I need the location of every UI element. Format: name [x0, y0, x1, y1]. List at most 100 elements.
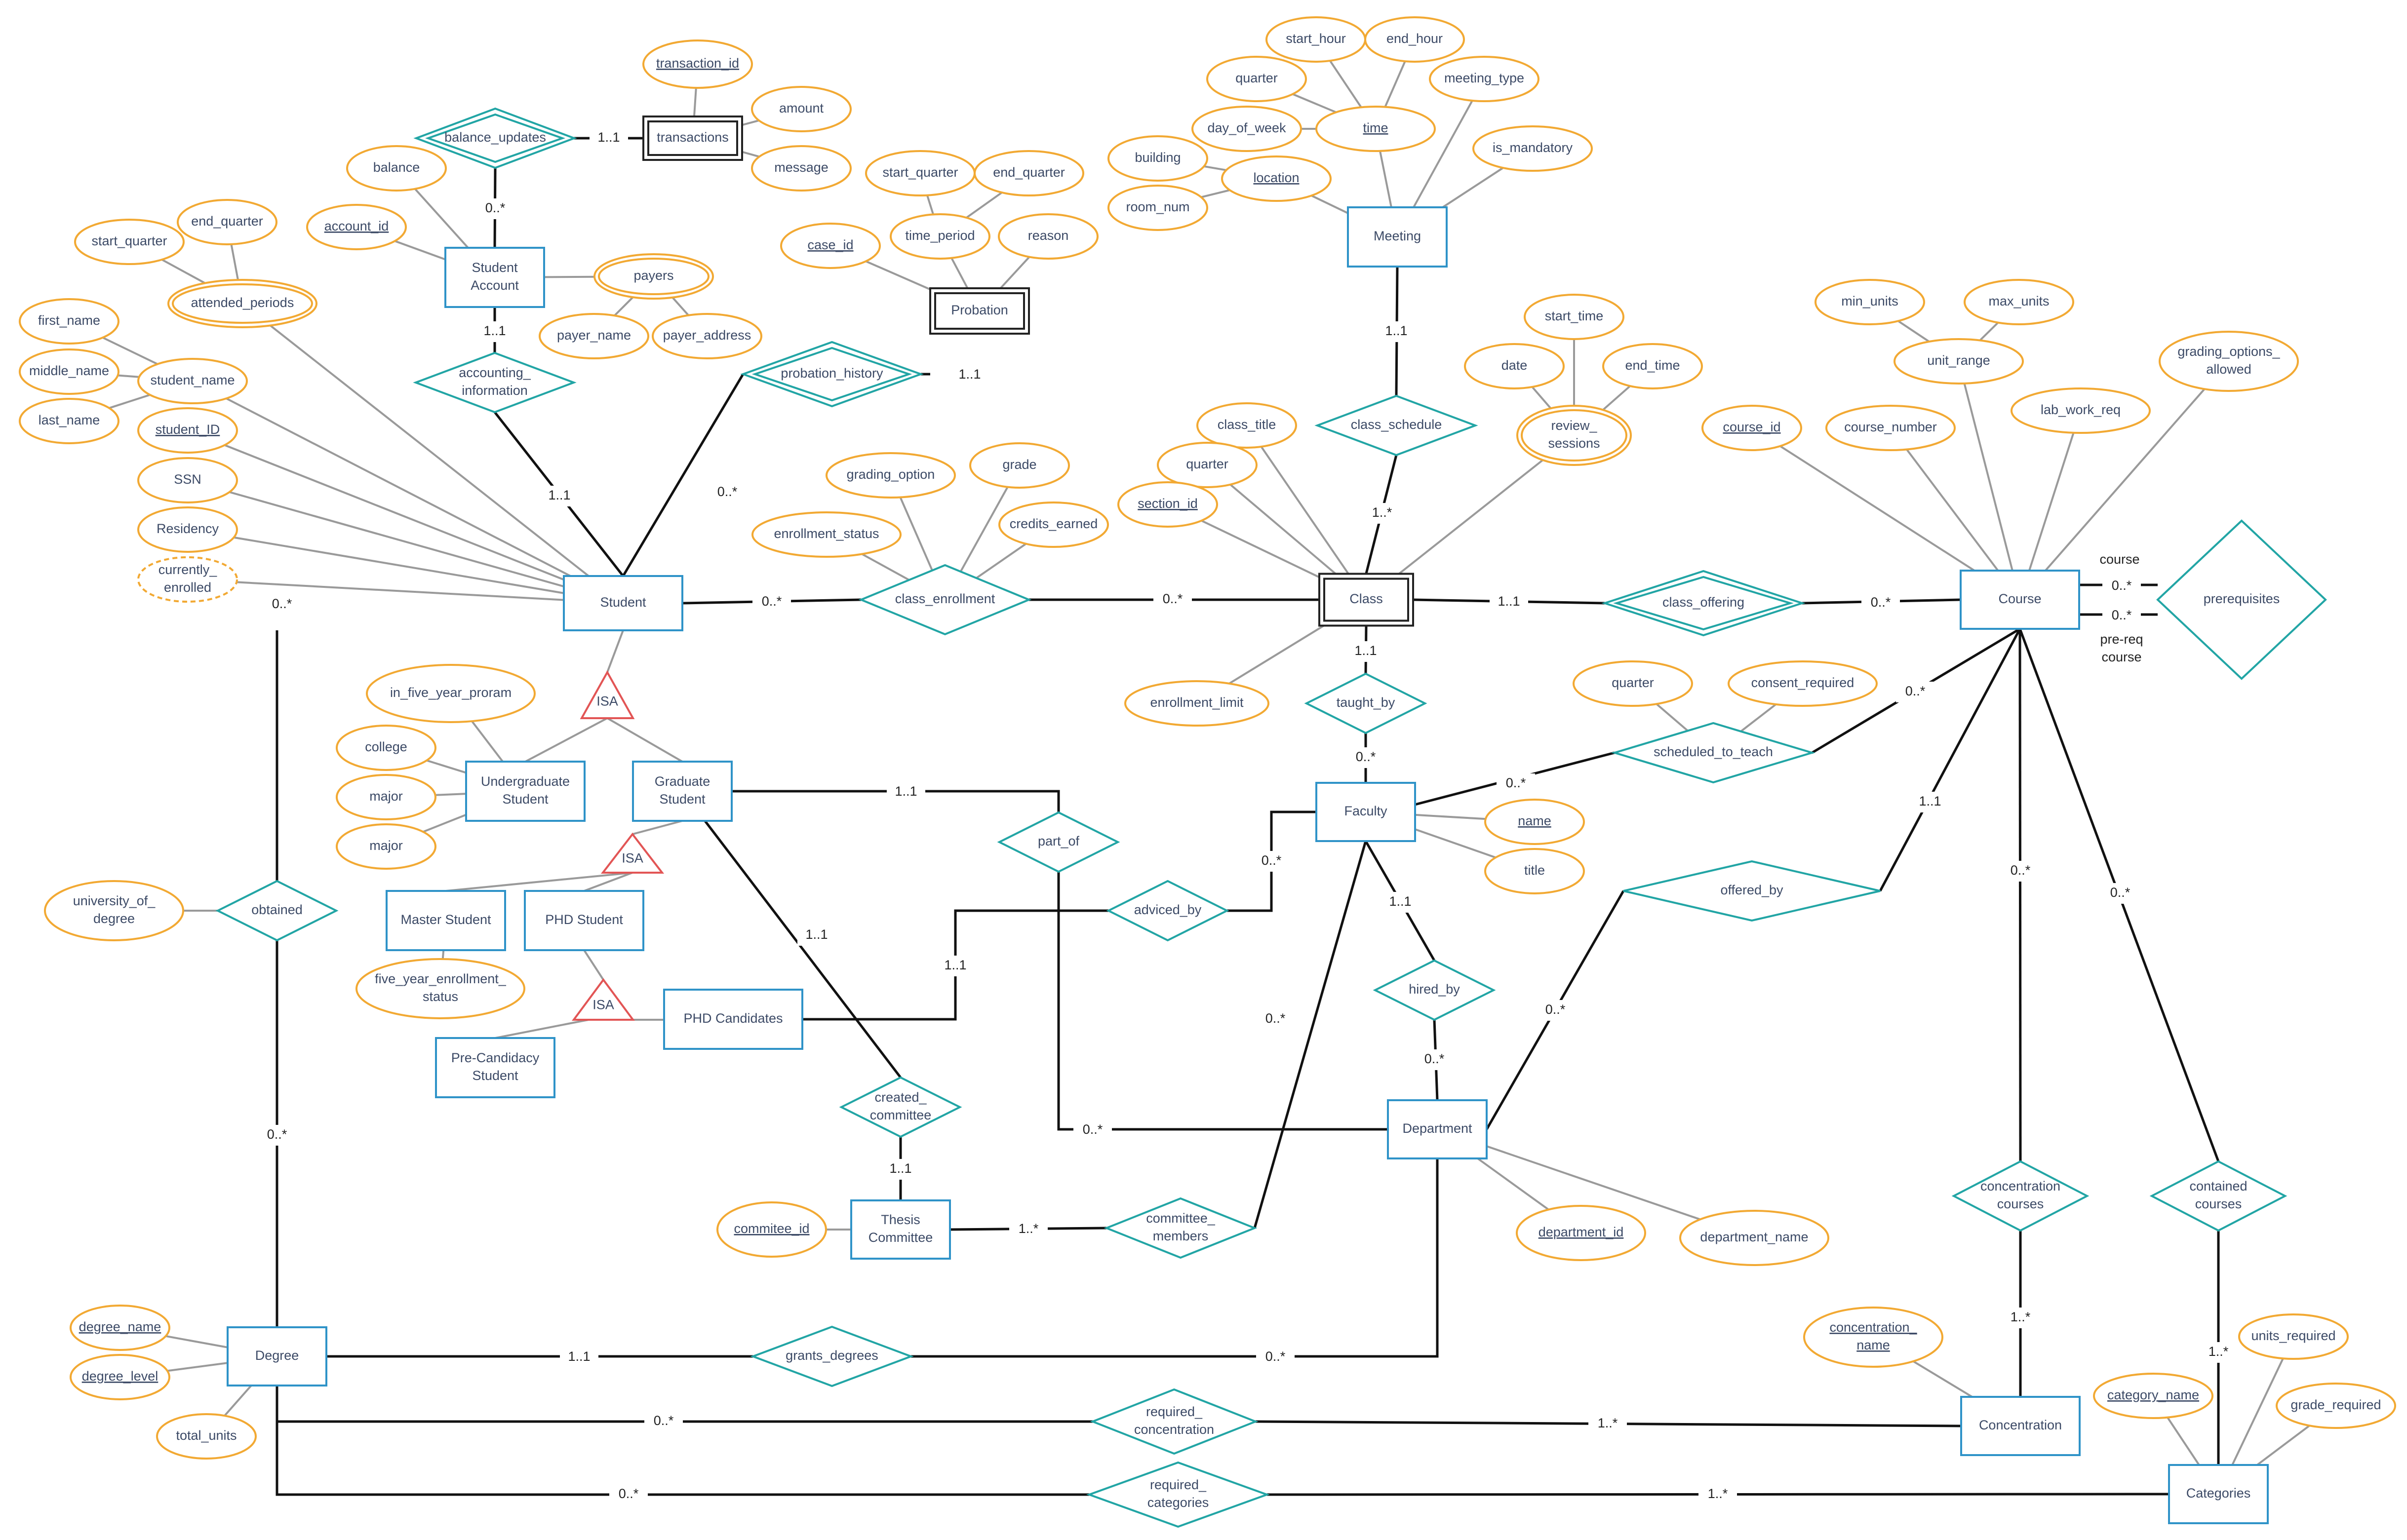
relationship-label: balance_updates [444, 130, 546, 145]
cardinality-label: 0..* [1545, 1002, 1566, 1017]
relationship-obtained: obtained [215, 880, 339, 942]
cardinality-label: 1..1 [895, 784, 917, 799]
cardinality-label: 0..* [717, 484, 738, 499]
attribute-degree_level: degree_level [70, 1354, 170, 1400]
cardinality-label: 1..* [1598, 1416, 1618, 1430]
attribute-end_hour: end_hour [1364, 16, 1465, 63]
cardinality-label: 1..1 [1354, 643, 1377, 658]
relationship-label: accounting_information [459, 365, 531, 398]
attribute-label: in_five_year_proram [390, 685, 512, 700]
attribute-label: time_period [905, 228, 975, 243]
relationship-committee_members: committee_members [1104, 1197, 1258, 1259]
attribute-label: degree_name [79, 1319, 161, 1334]
entity-phd_candidates: PHD Candidates [663, 989, 803, 1050]
attribute-department_name: department_name [1679, 1210, 1829, 1266]
attribute-label: degree_level [82, 1369, 158, 1384]
cardinality-label: 1..* [2209, 1344, 2229, 1359]
attribute-label: Residency [157, 521, 219, 536]
attribute-time_period: time_period [890, 213, 990, 260]
cardinality-c_cm_tc: 1..* [1009, 1219, 1048, 1240]
cardinality-c_po_gr: 1..1 [887, 782, 925, 803]
relationship-label: required_concentration [1134, 1404, 1214, 1437]
attribute-label: payer_address [663, 328, 751, 343]
relationship-grants_degrees: grants_degrees [750, 1325, 914, 1387]
attribute-label: review_sessions [1548, 418, 1600, 451]
attribute-label: start_time [1545, 308, 1604, 323]
relationship-link [276, 1422, 1089, 1496]
attribute-meeting_type: meeting_type [1429, 56, 1539, 102]
relationship-prerequisites: prerequisites [2156, 519, 2327, 680]
attribute-link [187, 578, 624, 604]
isa-label: ISA [592, 998, 614, 1012]
attribute-course_number: course_number [1825, 405, 1956, 451]
attribute-label: student_ID [156, 422, 220, 437]
cardinality-c_hb_de: 0..* [1415, 1049, 1454, 1070]
attribute-min_units: min_units [1815, 279, 1925, 325]
cardinality-c_pre_1: 0..* [2102, 576, 2141, 597]
relationship-label: committee_members [1146, 1211, 1216, 1243]
attribute-case_id: case_id [780, 223, 881, 269]
attribute-label: last_name [39, 413, 100, 427]
cardinality-c_cnc_crs: 0..* [2101, 883, 2139, 904]
attribute-label: location [1253, 170, 1299, 185]
attribute-college: college [336, 725, 436, 771]
attribute-category_name: category_name [2093, 1373, 2213, 1419]
attribute-currently_enrolled: currently_enrolled [137, 556, 238, 603]
relationship-required_concentration: required_concentration [1090, 1388, 1259, 1455]
isa-label: ISA [622, 851, 643, 866]
attribute-label: grade_required [2290, 1397, 2381, 1412]
entity-label: transactions [657, 130, 729, 145]
attribute-commitee_id: commitee_id [716, 1201, 827, 1258]
attribute-label: consent_required [1751, 675, 1855, 690]
entity-label: Faculty [1344, 804, 1387, 818]
attribute-label: quarter [1235, 71, 1278, 85]
attribute-label: grading_options_allowed [2177, 344, 2280, 377]
entity-course: Course [1960, 570, 2080, 630]
attribute-middle_name: middle_name [19, 348, 119, 395]
cardinality-c_cc_tc: 1..1 [881, 1159, 920, 1180]
cardinality-c_ofb_de: 0..* [1536, 1000, 1575, 1021]
attribute-attended_periods: attended_periods [167, 279, 317, 328]
attribute-review_sessions: review_sessions [1516, 405, 1632, 466]
relationship-hired_by: hired_by [1373, 959, 1496, 1021]
attribute-label: course_number [1844, 420, 1937, 434]
entity-label: Degree [255, 1348, 299, 1363]
attribute-class_title: class_title [1196, 402, 1297, 449]
attribute-transaction_id: transaction_id [642, 39, 753, 89]
isa-link [584, 872, 633, 892]
cardinality-c_cnc_cat: 1..* [2199, 1342, 2238, 1363]
attribute-label: concentration_name [1829, 1320, 1917, 1352]
attribute-major2: major [336, 823, 436, 870]
attribute-label: five_year_enrollment_status [375, 971, 507, 1004]
attribute-start_quarter_s: start_quarter [74, 219, 185, 265]
cardinality-label: 1..1 [597, 130, 620, 145]
cardinality-label: 0..* [1506, 775, 1526, 790]
cardinality-label: 1..* [1019, 1221, 1039, 1236]
attribute-title: title [1484, 848, 1585, 894]
attribute-label: middle_name [29, 363, 109, 378]
attribute-label: end_hour [1386, 31, 1443, 46]
attribute-label: day_of_week [1207, 120, 1286, 135]
relationship-label: class_enrollment [895, 591, 995, 606]
cardinality-label: 0..* [2011, 863, 2031, 878]
entity-faculty: Faculty [1315, 782, 1416, 842]
relationship-probation_history: probation_history [740, 341, 924, 408]
attribute-label: SSN [174, 472, 201, 487]
attribute-label: account_id [324, 219, 389, 233]
attribute-label: balance [373, 160, 420, 175]
attribute-label: commitee_id [734, 1221, 809, 1236]
entity-label: Class [1349, 591, 1383, 606]
attribute-link [1958, 361, 2021, 600]
cardinality-label: 0..* [1265, 1011, 1286, 1026]
attribute-payers: payers [593, 253, 714, 300]
entity-master: Master Student [386, 890, 506, 951]
cardinality-label: 1..1 [1498, 594, 1520, 609]
attribute-label: grading_option [847, 467, 935, 482]
cardinality-c_cs_me: 1..1 [1377, 321, 1416, 342]
entity-label: Meeting [1374, 229, 1421, 243]
attribute-lab_work_req: lab_work_req [2011, 387, 2151, 434]
attribute-label: start_quarter [91, 233, 167, 248]
